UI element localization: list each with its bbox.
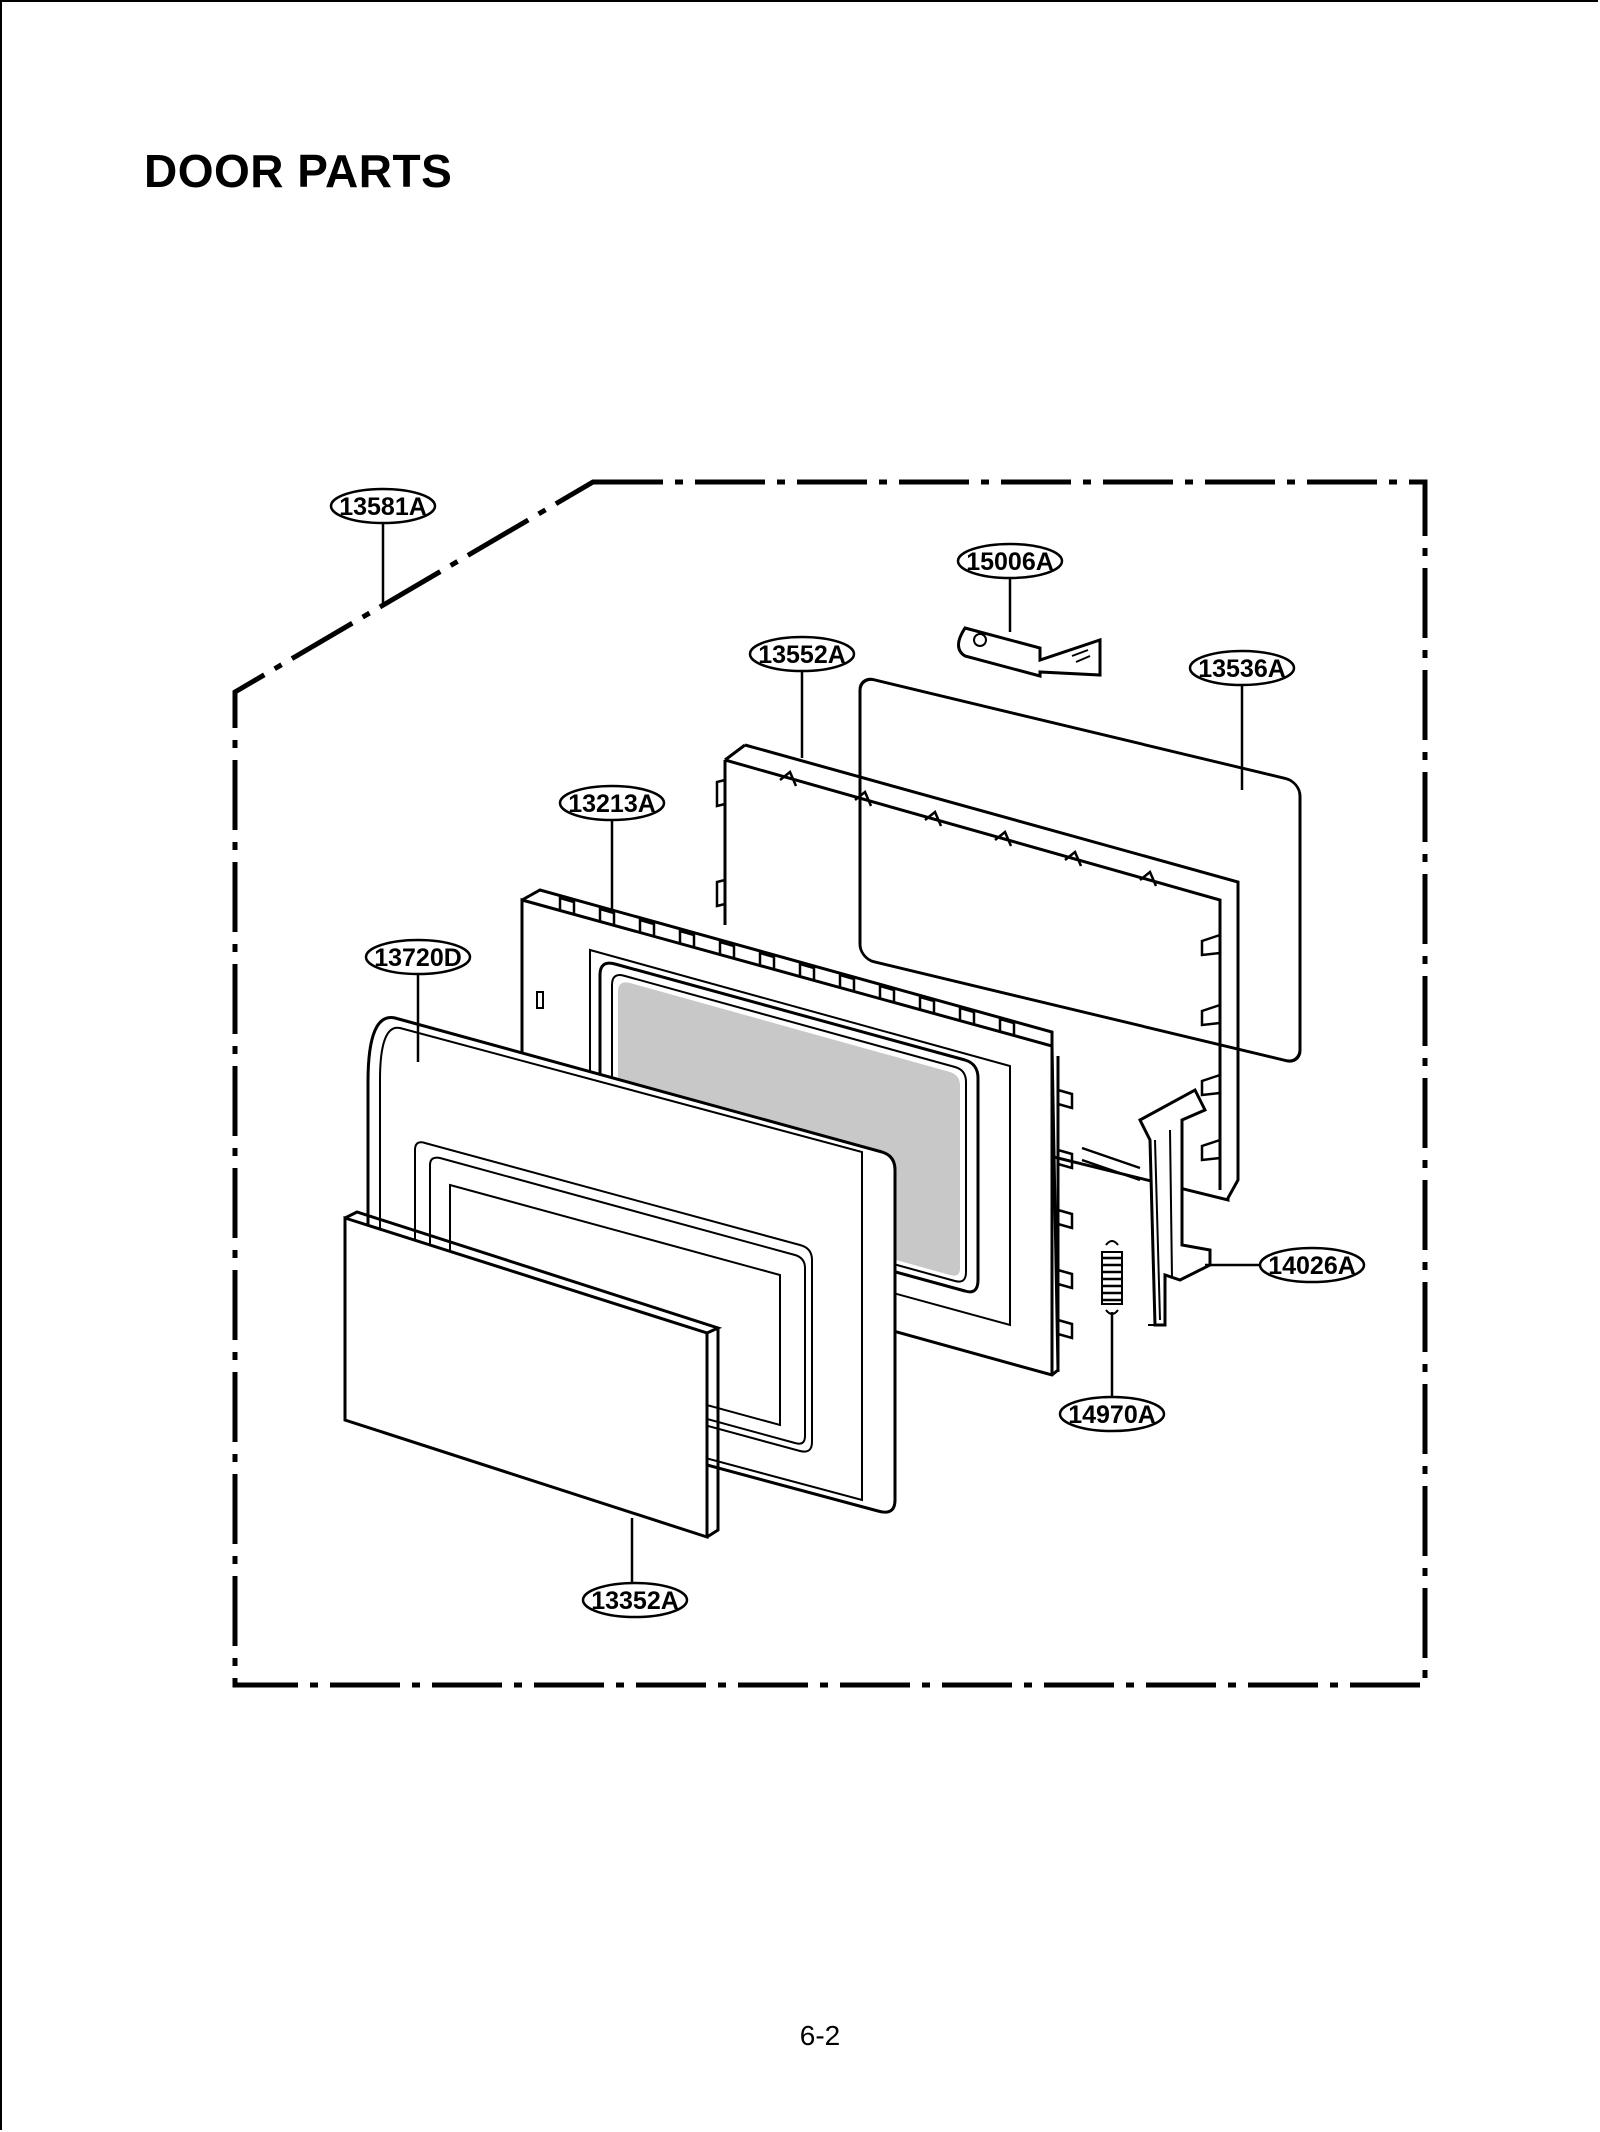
callout-13536a: 13536A [1188, 649, 1296, 687]
choke-frame-part [715, 743, 1240, 1202]
choke-cover-part [858, 677, 1302, 1063]
svg-text:13552A: 13552A [758, 641, 846, 669]
svg-text:15006A: 15006A [966, 548, 1054, 576]
page-number: 6-2 [799, 2020, 841, 2051]
svg-text:13213A: 13213A [568, 790, 656, 818]
callout-14970a: 14970A [1058, 1395, 1166, 1433]
svg-text:14026A: 14026A [1268, 1252, 1356, 1280]
callout-13213a: 13213A [558, 784, 666, 822]
svg-text:13720D: 13720D [374, 944, 462, 972]
svg-text:13536A: 13536A [1198, 655, 1286, 683]
page-title: DOOR PARTS [144, 145, 453, 197]
callout-15006a: 15006A [956, 542, 1064, 580]
callout-13352a: 13352A [581, 1581, 689, 1619]
spring-part [1101, 1240, 1123, 1315]
callout-13581a: 13581A [329, 487, 437, 525]
stopper-part [957, 626, 1102, 678]
leader-lines [381, 522, 1262, 1582]
callout-13552a: 13552A [748, 635, 856, 673]
assembly-boundary [232, 479, 1428, 1688]
svg-text:13352A: 13352A [591, 1587, 679, 1615]
svg-text:14970A: 14970A [1068, 1401, 1156, 1429]
front-panel-part [343, 1210, 723, 1540]
svg-text:13581A: 13581A [339, 493, 427, 521]
callout-14026a: 14026A [1258, 1246, 1366, 1284]
callout-13720d: 13720D [364, 938, 472, 976]
